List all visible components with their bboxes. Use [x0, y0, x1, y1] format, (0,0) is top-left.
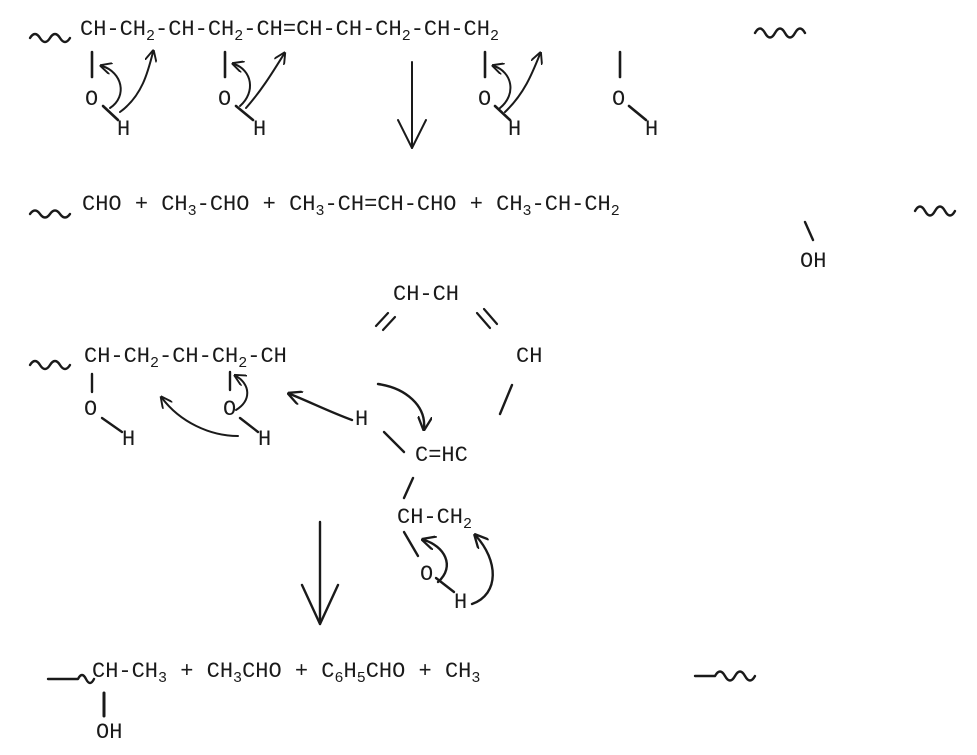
- electron-arrow: [119, 52, 153, 113]
- hydroxyl-oxygen: O: [478, 87, 492, 112]
- transferring-hydrogen: H: [355, 407, 369, 432]
- ring-double-bond: [374, 311, 390, 328]
- hydroxyl-oxygen: O: [84, 397, 98, 422]
- chain-subscript: 2: [146, 28, 156, 45]
- electron-arrow: [504, 54, 540, 113]
- plus-sign: +: [418, 659, 432, 684]
- polymer-chain-end-wavy: [28, 32, 72, 44]
- polymer-chain-end-wavy: [913, 205, 957, 217]
- chain-group: -CH: [410, 17, 451, 42]
- ring-bottom: C=HC: [415, 443, 468, 468]
- chain-group: CH: [80, 17, 107, 42]
- plus-sign: +: [180, 659, 194, 684]
- hydroxyl-oxygen: O: [223, 397, 237, 422]
- chain-group: -CH: [106, 17, 147, 42]
- product-hydroxyl: OH: [96, 720, 123, 745]
- o-h-bond: [101, 104, 120, 122]
- side-chain: CH-CH2: [397, 505, 473, 533]
- product-crotonaldehyde: CH3-CH=CH-CHO: [289, 192, 457, 220]
- chain-subscript: 2: [401, 28, 411, 45]
- chain-group: -CH: [450, 17, 490, 42]
- ring-double-bond: [475, 311, 492, 330]
- hydroxyl-hydrogen: H: [454, 590, 468, 615]
- o-h-bond: [627, 104, 648, 122]
- product-aldehyde-chain-end: CHO: [82, 192, 122, 217]
- ring-top: CH-CH: [393, 282, 460, 307]
- reaction-arrow-head: [300, 583, 340, 626]
- chain-group: -CH: [362, 17, 402, 42]
- chain-group: -CH: [155, 17, 195, 42]
- ring-bond: [382, 430, 406, 454]
- electron-arrow: [494, 66, 512, 109]
- polymer-chain-end-wavy: [693, 670, 757, 682]
- products-row-1: CHO + CH3-CHO + CH3-CH=CH-CHO + CH3-CH-C…: [82, 192, 620, 220]
- o-h-bond: [234, 104, 255, 122]
- product-benzaldehyde: C6H5CHO: [321, 659, 406, 687]
- product-methyl-chain: CH3-CH-CH2: [496, 192, 620, 220]
- product-methyl-alcohol-end: CH-CH3: [92, 659, 168, 687]
- o-h-bond: [238, 416, 260, 434]
- plus-sign: +: [469, 192, 483, 217]
- products-row-2: CH-CH3 + CH3CHO + C6H5CHO + CH3: [92, 659, 481, 687]
- hydroxyl-hydrogen: H: [508, 117, 522, 142]
- reaction-arrow-head: [397, 119, 427, 149]
- hydroxyl-oxygen: O: [420, 562, 434, 587]
- electron-arrow: [290, 394, 354, 422]
- hydroxyl-hydrogen: H: [645, 117, 659, 142]
- chain-group: -CH=CH: [243, 17, 323, 42]
- polymer-chain-end-wavy: [28, 209, 72, 219]
- c-oh-bond: [803, 220, 815, 242]
- ring-bond: [498, 383, 514, 416]
- product-methyl-end: CH3: [444, 659, 481, 687]
- electron-arrow: [236, 376, 249, 411]
- o-h-bond: [100, 416, 124, 434]
- chain-group: -CH: [194, 17, 235, 42]
- chain-subscript: 2: [234, 28, 244, 45]
- polymer-chain-end-wavy: [46, 673, 96, 685]
- hydroxyl-oxygen: O: [218, 87, 232, 112]
- hydroxyl-hydrogen: H: [253, 117, 267, 142]
- electron-arrow: [102, 66, 122, 109]
- product-acetaldehyde: CH3-CHO: [161, 192, 250, 220]
- plus-sign: +: [294, 659, 309, 684]
- product-acetaldehyde: CH3CHO: [206, 659, 282, 687]
- polymer-chain-end-wavy: [753, 27, 807, 39]
- product-hydroxyl: OH: [800, 249, 827, 274]
- c-o-bond: [402, 530, 420, 558]
- plus-sign: +: [134, 192, 149, 217]
- polymer-chain-end-wavy: [28, 359, 72, 371]
- hydroxyl-oxygen: O: [85, 87, 99, 112]
- ring-double-bond: [482, 307, 499, 326]
- hydroxyl-hydrogen: H: [122, 427, 136, 452]
- electron-arrow: [234, 64, 251, 107]
- ring-right: CH: [516, 344, 543, 369]
- plus-sign: +: [262, 192, 276, 217]
- hydroxyl-oxygen: O: [612, 87, 626, 112]
- o-h-bond: [434, 576, 456, 594]
- electron-arrow: [376, 382, 424, 428]
- reactant-chain-2: CH-CH2-CH-CH2-CH: [84, 344, 287, 372]
- reactant-chain-1: CH-CH2-CH-CH2-CH=CH-CH-CH2-CH-CH2: [80, 17, 499, 45]
- hydroxyl-hydrogen: H: [258, 427, 272, 452]
- chain-subscript: 2: [489, 28, 499, 45]
- electron-arrow: [470, 536, 494, 606]
- electron-arrow: [245, 54, 284, 109]
- chain-group: -CH: [322, 17, 363, 42]
- hydroxyl-hydrogen: H: [117, 117, 131, 142]
- ring-double-bond: [381, 315, 397, 332]
- side-bond: [402, 476, 415, 500]
